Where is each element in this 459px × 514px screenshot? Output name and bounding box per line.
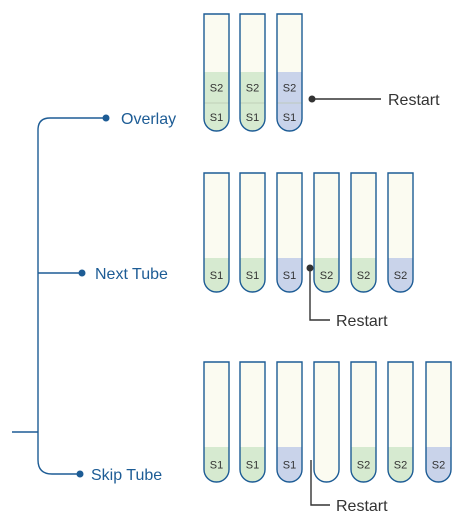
tube: S2 [387, 172, 414, 293]
method-label-overlay: Overlay [121, 111, 176, 128]
tube-layer-label: S2 [357, 270, 370, 282]
tube: S2 [387, 361, 414, 483]
tube-fill-s2 [240, 72, 265, 103]
tube: S2 [313, 172, 340, 293]
tube [313, 361, 340, 483]
tube: S1 [203, 361, 230, 483]
tube: S1 [239, 172, 266, 293]
tube: S1 [276, 361, 303, 483]
tube-layer-label: S1 [210, 270, 223, 282]
method-label-next-tube: Next Tube [95, 266, 168, 283]
tube-layer-label: S2 [357, 460, 370, 472]
tube-fill-s1 [277, 258, 302, 292]
tube: S2 [350, 172, 377, 293]
restart-marker-next-tube: Restart [306, 264, 388, 330]
tube-fill-s1 [240, 103, 265, 131]
tube-fill-s2 [426, 447, 451, 482]
tube-fill-s1 [204, 447, 229, 482]
tube-rack-next-tube: S1 S1 S1 S2 S2 S2 [203, 172, 414, 293]
tube-fill-s1 [240, 258, 265, 292]
tube: S1 S2 [276, 13, 303, 132]
tube: S1 [239, 361, 266, 483]
tube-rack-skip-tube: S1 S1 S1 S2 S2 S2 [203, 361, 452, 483]
tube-layer-label: S1 [246, 460, 259, 472]
tube-layer-label: S1 [210, 112, 223, 124]
tube-fill-s1 [277, 447, 302, 482]
tube-fill-s1 [204, 258, 229, 292]
tube: S1 [203, 172, 230, 293]
tube-layer-label: S2 [246, 83, 259, 95]
tube-layer-label: S2 [394, 270, 407, 282]
tube-fill-s2 [204, 72, 229, 103]
restart-marker-overlay: Restart [308, 92, 440, 109]
restart-label-next-tube: Restart [336, 313, 388, 330]
restart-label-skip-tube: Restart [336, 498, 388, 514]
bracket-connectors [12, 117, 106, 475]
tube-fill-s2 [388, 258, 413, 292]
tube: S2 [350, 361, 377, 483]
tube-fill-s1 [204, 103, 229, 131]
tube-layer-label: S2 [320, 270, 333, 282]
branch-skip-tube-dot [76, 470, 84, 478]
branch-next-tube-dot [78, 269, 86, 277]
tube-layer-label: S1 [210, 460, 223, 472]
method-label-skip-tube: Skip Tube [91, 467, 162, 484]
tube-layer-label: S1 [283, 460, 296, 472]
branch-overlay-dot [102, 114, 110, 122]
tube: S1 [276, 172, 303, 293]
tube-fill-s1 [277, 103, 302, 131]
restart-marker-skip-tube: Restart [310, 460, 388, 514]
restart-label-overlay: Restart [388, 92, 440, 109]
tube: S1 S2 [239, 13, 266, 132]
tube-layer-label: S2 [394, 460, 407, 472]
tube-fill-s1 [240, 447, 265, 482]
tube: S1 S2 [203, 13, 230, 132]
tube-layer-label: S2 [432, 460, 445, 472]
tube-fill-s2 [314, 258, 339, 292]
tube-fill-s2 [351, 258, 376, 292]
tube-fill-s2 [388, 447, 413, 482]
tube-layer-label: S2 [283, 83, 296, 95]
tube-layer-label: S2 [210, 83, 223, 95]
tube: S2 [425, 361, 452, 483]
tube-fill-s2 [277, 72, 302, 103]
tube-layer-label: S1 [246, 270, 259, 282]
tube-layer-label: S1 [246, 112, 259, 124]
tube-fill-s2 [351, 447, 376, 482]
tube-layer-label: S1 [283, 112, 296, 124]
tube-layer-label: S1 [283, 270, 296, 282]
bracket-spine [37, 117, 53, 475]
